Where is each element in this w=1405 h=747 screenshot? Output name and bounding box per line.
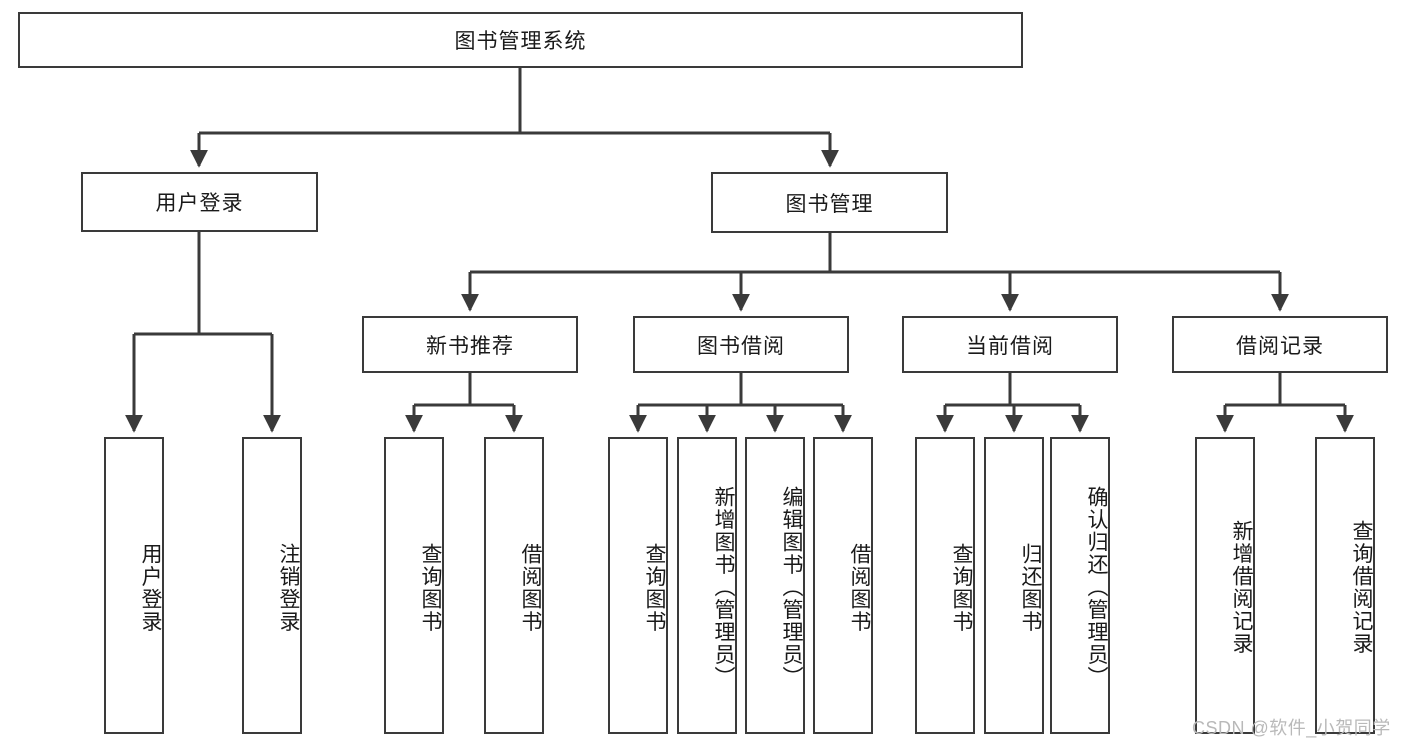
leaf-recommend-query-book[interactable]: 查询图书 [384,437,444,734]
leaf-borrow-add-book-admin[interactable]: 新增图书（管理员） [677,437,737,734]
leaf-record-query-record[interactable]: 查询借阅记录 [1315,437,1375,734]
node-user-login[interactable]: 用户登录 [81,172,318,232]
node-current-borrow[interactable]: 当前借阅 [902,316,1118,373]
node-borrow-record[interactable]: 借阅记录 [1172,316,1388,373]
node-book-borrow[interactable]: 图书借阅 [633,316,849,373]
leaf-current-query-book[interactable]: 查询图书 [915,437,975,734]
leaf-current-return-book[interactable]: 归还图书 [984,437,1044,734]
leaf-borrow-query-book[interactable]: 查询图书 [608,437,668,734]
node-root-system[interactable]: 图书管理系统 [18,12,1023,68]
leaf-borrow-edit-book-admin[interactable]: 编辑图书（管理员） [745,437,805,734]
watermark-text: CSDN @软件_小贺同学 [1192,718,1391,738]
node-new-book-recommend[interactable]: 新书推荐 [362,316,578,373]
leaf-user-login-logout[interactable]: 注销登录 [242,437,302,734]
leaf-recommend-borrow-book[interactable]: 借阅图书 [484,437,544,734]
leaf-user-login-login[interactable]: 用户登录 [104,437,164,734]
leaf-current-confirm-return-admin[interactable]: 确认归还（管理员） [1050,437,1110,734]
leaf-borrow-borrow-book[interactable]: 借阅图书 [813,437,873,734]
node-book-management[interactable]: 图书管理 [711,172,948,233]
leaf-record-add-record[interactable]: 新增借阅记录 [1195,437,1255,734]
